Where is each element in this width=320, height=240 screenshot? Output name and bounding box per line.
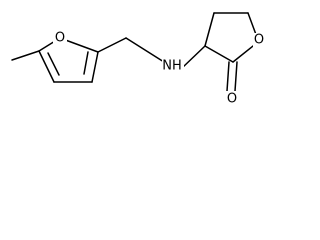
bond-furan-c4-c5 — [38, 50, 55, 83]
bond-carbonyl-1 — [226, 61, 230, 92]
amine-label: NH — [162, 59, 182, 74]
furan-oxygen-label: O — [55, 31, 65, 46]
bond-methyl — [11, 50, 40, 61]
ring-oxygen-label: O — [254, 33, 264, 48]
structure-canvas: O NH O O — [0, 0, 281, 123]
bond-lactone-c3-c4 — [204, 12, 215, 47]
bond-furan-c4-c5-double — [47, 52, 60, 76]
bond-furan-c2-c3 — [91, 51, 99, 83]
bond-lactone-c2-c3 — [204, 45, 234, 63]
bond-furan-c3-c3-double — [83, 51, 89, 75]
bond-ch2-nh — [125, 37, 165, 63]
bond-furan-ch2 — [97, 37, 127, 53]
bond-carbonyl-2 — [234, 61, 238, 92]
molecule-drawing: O NH O O — [11, 12, 265, 107]
carbonyl-oxygen-label: O — [227, 92, 237, 107]
bond-nh-c3 — [181, 45, 206, 69]
